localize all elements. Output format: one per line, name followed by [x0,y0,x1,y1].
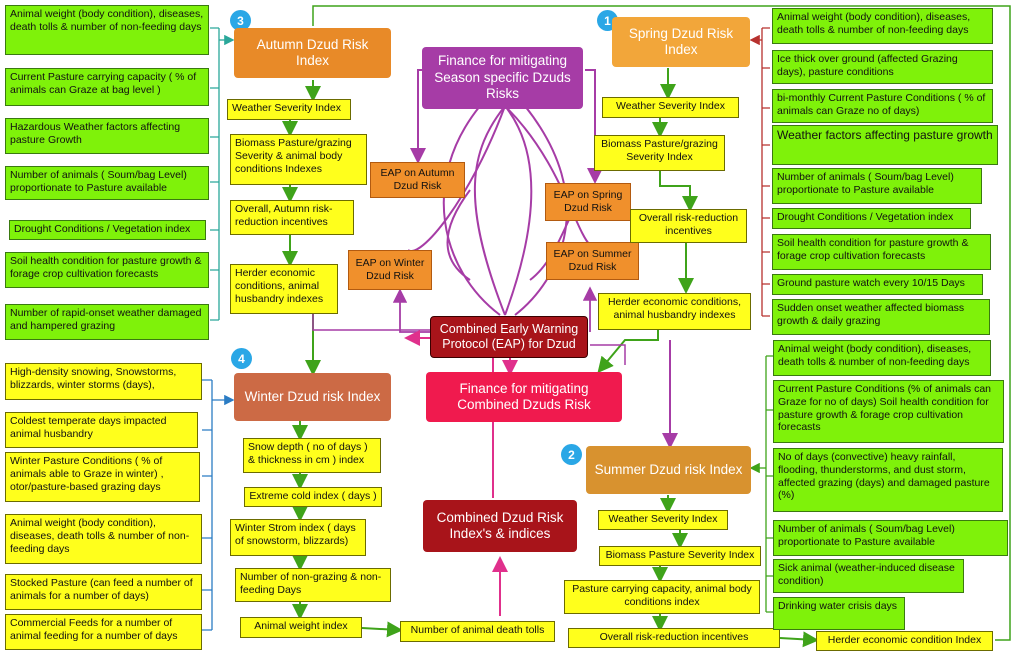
eap-winter-box: EAP on Winter Dzud Risk [348,250,432,290]
spring-chain-item: Weather Severity Index [602,97,739,118]
summer-factor: Sick animal (weather-induced disease con… [773,559,964,593]
autumn-chain-item: Herder economic conditions, animal husba… [230,264,338,314]
winter-factor: Animal weight (body condition), diseases… [5,514,202,564]
autumn-factor-connectors [210,27,235,321]
summer-factor: Current Pasture Conditions (% of animals… [773,380,1004,443]
eap-autumn-box: EAP on Autumn Dzud Risk [370,162,465,198]
autumn-factor: Current Pasture carrying capacity ( % of… [5,68,209,106]
spring-risk-index-title: Spring Dzud Risk Index [612,17,750,67]
winter-chain-item: Extreme cold index ( days ) [244,487,382,507]
summer-factor-connectors [749,355,773,613]
winter-factor-connectors [202,379,235,631]
winter-factor: High-density snowing, Snowstorms, blizza… [5,363,202,400]
spring-chain-item: Overall risk-reduction incentives [630,209,747,243]
summer-factor: No of days (convective) heavy rainfall, … [773,448,1003,512]
autumn-factor: Soil health condition for pasture growth… [5,252,209,288]
spring-factor: Weather factors affecting pasture growth [772,125,998,165]
combined-eap-box: Combined Early Warning Protocol (EAP) fo… [430,316,588,358]
eap-summer-box: EAP on Summer Dzud Risk [546,242,639,280]
autumn-factor: Animal weight (body condition), diseases… [5,5,209,55]
spring-factor: Drought Conditions / Vegetation index [772,208,971,229]
winter-chain-item: Number of animal death tolls [400,621,555,642]
spring-factor: Number of animals ( Soum/bag Level) prop… [772,168,982,204]
summer-chain-item: Weather Severity Index [598,510,728,530]
spring-factor: Sudden onset weather affected biomass gr… [772,299,990,335]
summer-chain-item: Pasture carrying capacity, animal body c… [564,580,760,614]
eap-spring-box: EAP on Spring Dzud Risk [545,183,631,221]
summer-factor: Animal weight (body condition), diseases… [773,340,991,376]
autumn-risk-index-title: Autumn Dzud Risk Index [234,28,391,78]
winter-risk-index-title: Winter Dzud risk Index [234,373,391,421]
summer-number-badge: 2 [561,444,582,465]
summer-risk-index-title: Summer Dzud risk Index [586,446,751,494]
winter-factor: Winter Pasture Conditions ( % of animals… [5,452,200,502]
autumn-chain-item: Weather Severity Index [227,99,351,120]
summer-factor: Number of animals ( Soum/bag Level) prop… [773,520,1008,556]
top-loop-connector [312,5,1011,641]
combined-index-box: Combined Dzud Risk Index's & indices [423,500,577,552]
autumn-factor: Number of animals ( Soum/bag Level) prop… [5,166,209,200]
finance-combined-box: Finance for mitigating Combined Dzuds Ri… [426,372,622,422]
spring-factor: Ground pasture watch every 10/15 Days [772,274,983,295]
summer-chain-item: Herder economic condition Index [816,631,993,651]
summer-factor: Drinking water crisis days [773,597,905,630]
spring-factor: Ice thick over ground (affected Grazing … [772,50,993,84]
autumn-factor: Drought Conditions / Vegetation index [9,220,206,240]
autumn-number-badge: 3 [230,10,251,31]
summer-chain-item: Biomass Pasture Severity Index [599,546,761,566]
winter-factor: Coldest temperate days impacted animal h… [5,412,198,448]
spring-chain-item: Herder economic conditions, animal husba… [598,293,751,330]
winter-factor: Commercial Feeds for a number of animal … [5,614,202,650]
autumn-factor: Number of rapid-onset weather damaged an… [5,304,209,340]
finance-season-specific-box: Finance for mitigating Season specific D… [422,47,583,109]
spring-factor: Soil health condition for pasture growth… [772,234,991,270]
autumn-factor: Hazardous Weather factors affecting past… [5,118,209,154]
autumn-chain-item: Biomass Pasture/grazing Severity & anima… [230,134,367,185]
winter-chain-item: Animal weight index [240,617,362,638]
summer-chain-item: Overall risk-reduction incentives [568,628,780,648]
spring-factor: Animal weight (body condition), diseases… [772,8,993,44]
winter-chain-item: Number of non-grazing & non-feeding Days [235,568,391,602]
spring-factor-connectors [749,27,770,317]
winter-chain-item: Snow depth ( no of days ) & thickness in… [243,438,381,473]
winter-chain-item: Winter Strom index ( days of snowstorm, … [230,519,366,556]
spring-chain-item: Biomass Pasture/grazing Severity Index [594,135,725,171]
winter-factor: Stocked Pasture (can feed a number of an… [5,574,202,610]
autumn-chain-item: Overall, Autumn risk-reduction incentive… [230,200,354,235]
spring-factor: bi-monthly Current Pasture Conditions ( … [772,89,993,123]
winter-number-badge: 4 [231,348,252,369]
